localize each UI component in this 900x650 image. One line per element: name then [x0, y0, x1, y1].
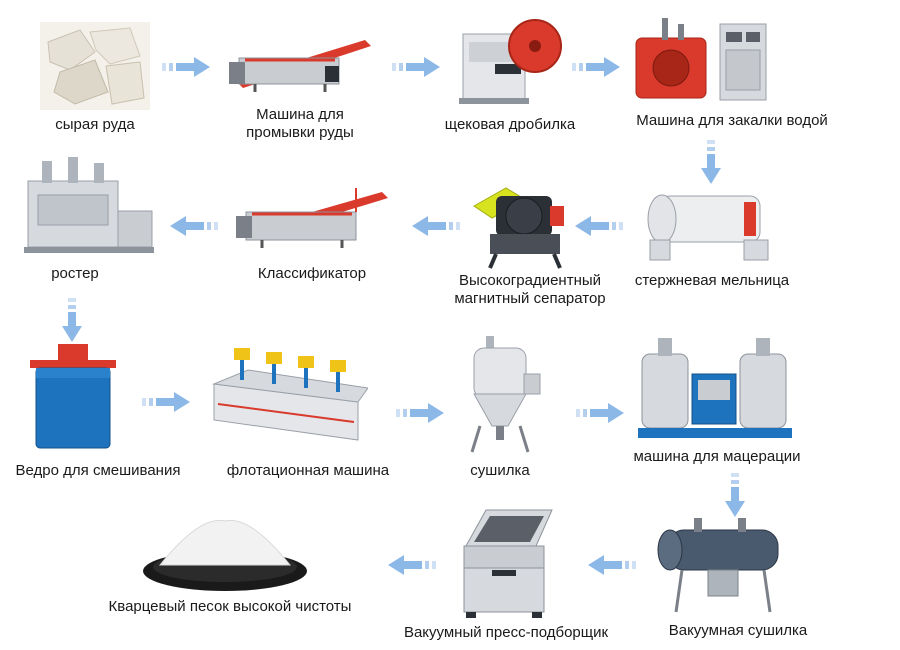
- roaster-image: [18, 155, 158, 255]
- step-label: флотационная машина: [226, 462, 390, 479]
- step-label: Машина для закалки водой: [636, 112, 828, 129]
- quartz-sand-image: [140, 515, 310, 595]
- step-label: Кварцевый песок высокой чистоты: [108, 598, 352, 615]
- step-label: сырая руда: [55, 116, 135, 133]
- raw-ore-image: [40, 22, 150, 110]
- step-label: щековая дробилка: [444, 116, 576, 133]
- arrow-right-icon: [162, 57, 210, 82]
- water-quenching-machine-image: [632, 14, 772, 106]
- maceration-machine-image: [636, 334, 796, 442]
- step-label: ростер: [51, 265, 99, 282]
- ore-washing-machine-image: [225, 32, 375, 92]
- step-label: Машина для промывки руды: [220, 106, 380, 142]
- arrow-right-icon: [396, 403, 444, 428]
- step-label-line: Высокоградиентный: [458, 272, 602, 289]
- magnetic-separator-image: [466, 178, 576, 270]
- arrow-right-icon: [392, 57, 440, 82]
- step-label: Вакуумная сушилка: [668, 622, 808, 639]
- step-label-line: Машина для: [256, 106, 344, 123]
- step-label-line: магнитный сепаратор: [454, 290, 606, 307]
- arrow-left-icon: [388, 555, 436, 580]
- step-label: Вакуумный пресс-подборщик: [403, 624, 609, 641]
- arrow-right-icon: [142, 392, 190, 417]
- step-label: Классификатор: [257, 265, 367, 282]
- jaw-crusher-image: [455, 12, 565, 107]
- step-label: стержневая мельница: [634, 272, 790, 289]
- arrow-right-icon: [576, 403, 624, 428]
- arrow-down-icon: [62, 298, 82, 347]
- arrow-down-icon: [701, 140, 721, 189]
- classifier-image: [232, 182, 392, 252]
- arrow-left-icon: [412, 216, 460, 241]
- flotation-machine-image: [208, 344, 368, 444]
- rod-mill-image: [640, 182, 780, 262]
- arrow-left-icon: [588, 555, 636, 580]
- mixing-tank-image: [28, 340, 118, 452]
- step-label: Ведро для смешивания: [15, 462, 181, 479]
- step-label: сушилка: [470, 462, 530, 479]
- arrow-down-icon: [725, 473, 745, 522]
- arrow-right-icon: [572, 57, 620, 82]
- arrow-left-icon: [170, 216, 218, 241]
- dryer-image: [458, 334, 548, 456]
- vacuum-packer-image: [456, 506, 556, 618]
- step-label: машина для мацерации: [633, 448, 801, 465]
- arrow-left-icon: [575, 216, 623, 241]
- step-label-line: промывки руды: [246, 124, 354, 141]
- step-label: Высокоградиентный магнитный сепаратор: [430, 272, 630, 308]
- vacuum-dryer-image: [648, 512, 798, 616]
